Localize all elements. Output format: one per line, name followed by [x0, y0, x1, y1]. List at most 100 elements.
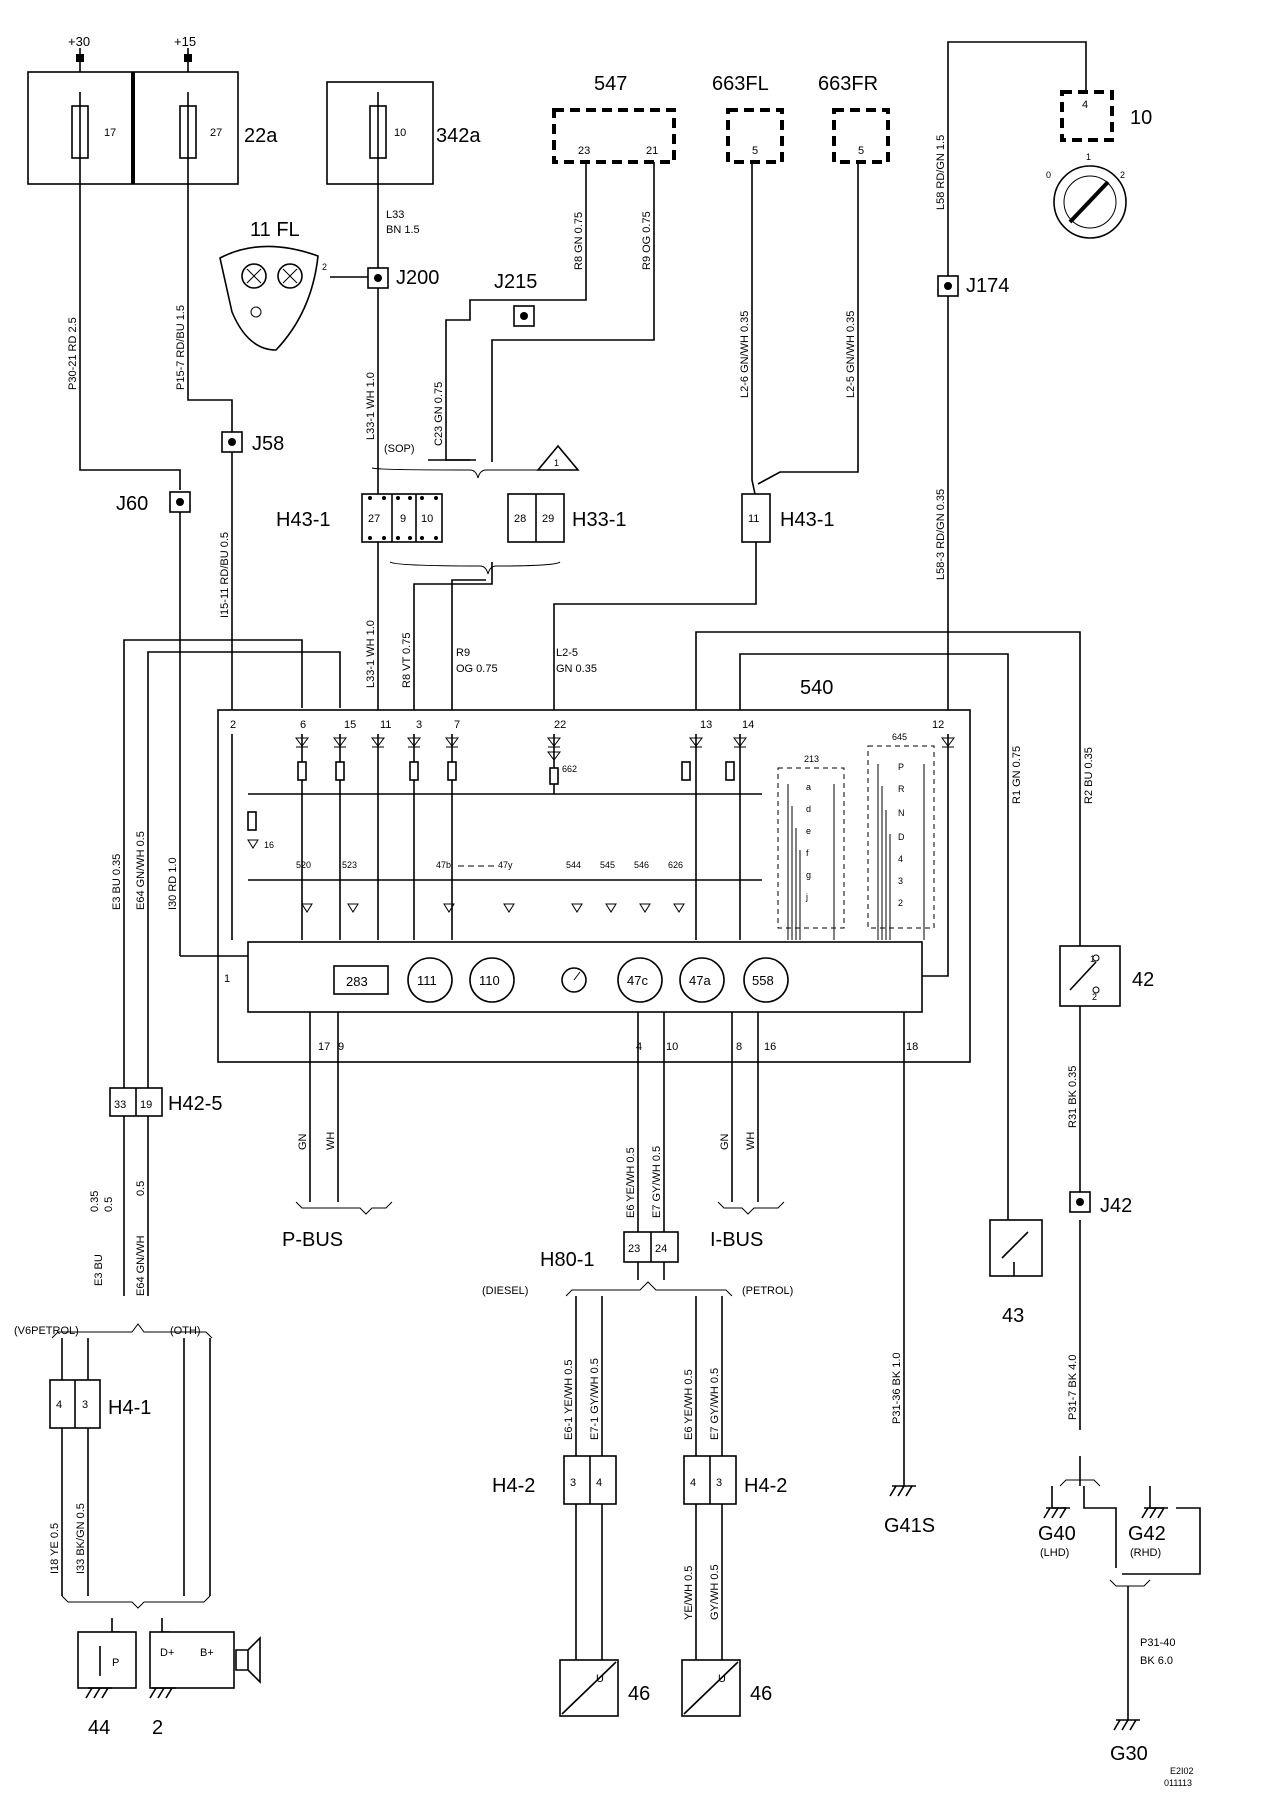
pin-h43-27: 27 [368, 513, 380, 525]
led-662: 662 [562, 764, 577, 774]
ground-g40-label: G40 [1038, 1523, 1076, 1545]
supply-plus15: +15 [174, 34, 196, 72]
component-44: P 44 [77, 1631, 137, 1739]
connector-h4-2-b: 4 3 H4-2 [683, 1455, 787, 1505]
g213-j: j [805, 892, 808, 902]
ground-g40: G40 (LHD) [1038, 1507, 1076, 1559]
component-547-label: 547 [594, 73, 627, 95]
wire-e6-b: E6 YE/WH 0.5 [683, 1369, 695, 1440]
pin-663FL: 5 [752, 145, 758, 157]
ic-pin-9: 9 [338, 1041, 344, 1053]
label-petrol: (PETROL) [742, 1285, 793, 1297]
junction-j215: J215 [494, 271, 537, 327]
pin-h80-24: 24 [655, 1243, 667, 1255]
g645-P: P [898, 762, 904, 772]
connector-h33-1: 28 29 H33-1 [507, 493, 626, 543]
gauge-283: 283 [346, 974, 368, 989]
connector-h4-2-a-label: H4-2 [492, 1475, 535, 1497]
wire-e64-b: E64 GN/WH [135, 1235, 147, 1296]
wire-p15-7: P15-7 RD/BU 1.5 [175, 305, 187, 390]
group-645: 645 P R N D 4 3 2 [867, 732, 935, 940]
sensor-46b-u: U [718, 1673, 726, 1685]
wire-r9-b2: OG 0.75 [456, 663, 498, 675]
junction-j174-label: J174 [966, 275, 1009, 297]
ic-pin-18: 18 [906, 1041, 918, 1053]
pin-10: 4 [1082, 99, 1088, 111]
sop-note: (SOP) 1 [371, 443, 580, 479]
top-wiring [79, 41, 1087, 732]
led-544: 544 [566, 860, 581, 870]
junction-j60: J60 [116, 491, 191, 515]
ignition-pos-1: 1 [1086, 152, 1091, 162]
led-520: 520 [296, 860, 311, 870]
ic-pin-6: 6 [300, 719, 306, 731]
wire-l58: L58 RD/GN 1.5 [935, 135, 947, 210]
instrument-cluster-540: 540 2 6 15 11 3 7 22 13 14 12 1 [180, 677, 971, 1063]
label-v6petrol: (V6PETROL) [14, 1325, 79, 1337]
component-44-p: P [112, 1657, 119, 1669]
wire-i15-11: I15-11 RD/BU 0.5 [219, 532, 231, 618]
pin-h33-29: 29 [542, 513, 554, 525]
component-663FR: 663FR 5 [818, 73, 890, 164]
ic-pin-17: 17 [318, 1041, 330, 1053]
junction-j215-label: J215 [494, 271, 537, 293]
pin-h43-11: 11 [748, 513, 759, 525]
connector-h43-1-a-label: H43-1 [276, 509, 330, 531]
label-oth: (OTH) [170, 1325, 201, 1337]
bottom-wiring [51, 1006, 1201, 1720]
component-43-label: 43 [1002, 1305, 1024, 1327]
ic-pin-3: 3 [416, 719, 422, 731]
junction-j60-label: J60 [116, 493, 148, 515]
wire-p30-21: P30-21 RD 2.5 [67, 317, 79, 390]
wire-05b: 0.5 [135, 1181, 147, 1196]
pin-h43-9: 9 [400, 513, 406, 525]
wire-c23: C23 GN 0.75 [433, 382, 445, 446]
junction-j42: J42 [1069, 1191, 1132, 1217]
top-wire-labels: P30-21 RD 2.5 P15-7 RD/BU 1.5 L33 BN 1.5… [67, 135, 947, 618]
ic-pin-8: 8 [736, 1041, 742, 1053]
wire-gn-pbus: GN [297, 1133, 309, 1150]
fuse-block-22a-label: 22a [244, 125, 278, 147]
g645-N: N [898, 808, 905, 818]
gauge-558: 558 [752, 973, 774, 988]
wire-i30: I30 RD 1.0 [167, 857, 179, 910]
component-46-b-label: 46 [750, 1683, 772, 1705]
speaker-icon [235, 1636, 261, 1684]
ic-pin-13: 13 [700, 719, 712, 731]
ic-pin-16: 16 [764, 1041, 776, 1053]
g645-D: D [898, 832, 905, 842]
pin-h4-2b-3: 3 [716, 1477, 722, 1489]
supply-plus30: +30 [68, 34, 90, 72]
wire-r31: R31 BK 0.35 [1067, 1066, 1079, 1128]
ic-pin-15: 15 [344, 719, 356, 731]
ic-pin-14: 14 [742, 719, 754, 731]
mid-wire-labels: L33-1 WH 1.0 R8 VT 0.75 R9 OG 0.75 L2-5 … [111, 620, 1095, 910]
component-11FL: 11 FL 2 [219, 219, 327, 351]
led-626: 626 [668, 860, 683, 870]
wire-l2-6: L2-6 GN/WH 0.35 [739, 311, 751, 398]
wire-r8-b: R8 VT 0.75 [401, 633, 413, 688]
gauge-47c: 47c [627, 973, 648, 988]
ignition-pos-2: 2 [1120, 170, 1125, 180]
g213-d: d [806, 804, 811, 814]
connector-h4-2-b-label: H4-2 [744, 1475, 787, 1497]
wire-r9: R9 OG 0.75 [641, 211, 653, 270]
connector-h33-1-label: H33-1 [572, 509, 626, 531]
connector-h43-1-b: 11 H43-1 [741, 493, 834, 543]
wire-e7-1: E7-1 GY/WH 0.5 [589, 1358, 601, 1440]
junction-j174: J174 [937, 275, 1009, 297]
wire-wh-pbus: WH [325, 1132, 337, 1150]
g645-3: 3 [898, 876, 903, 886]
component-42-switch: 1 2 42 [1059, 945, 1154, 1007]
supply-plus15-label: +15 [174, 34, 196, 49]
ground-g42-label: G42 [1128, 1523, 1166, 1545]
group-213: 213 a d e f g j [777, 754, 845, 940]
g645-R: R [898, 784, 905, 794]
component-46-b: U 46 [681, 1659, 772, 1717]
wire-l33-1-b: L33-1 WH 1.0 [365, 620, 377, 688]
ic-pin-12: 12 [932, 719, 944, 731]
wire-e3: E3 BU 0.35 [111, 854, 123, 910]
ic-pin-11: 11 [380, 719, 391, 731]
generator-bplus: B+ [200, 1647, 214, 1659]
